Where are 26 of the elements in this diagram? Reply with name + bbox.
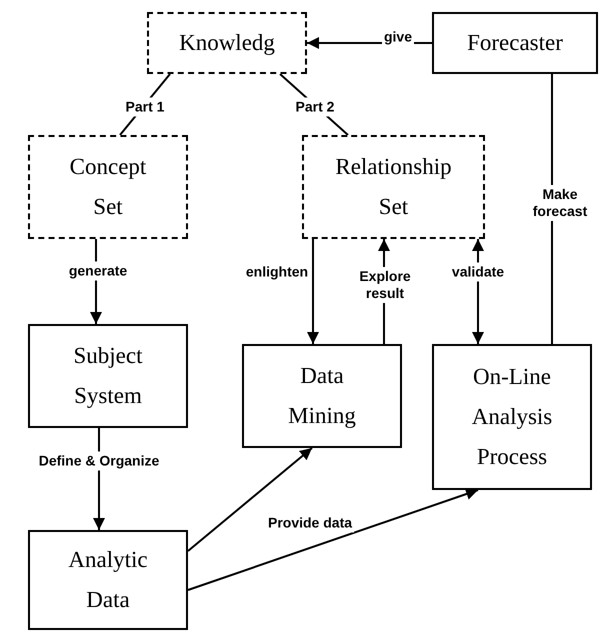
edge-label: validate [450, 262, 506, 282]
dashed-box [147, 12, 307, 74]
node-text: Knowledg [179, 29, 275, 57]
edge-label: Define & Organize [36, 452, 162, 470]
node-text: Forecaster [467, 29, 563, 57]
edge-label: Part 2 [294, 98, 336, 116]
node-text: Concept Set [70, 153, 146, 221]
arrow [188, 488, 478, 591]
dashed-box [28, 135, 188, 239]
edge-label: generate [66, 262, 130, 280]
edge-label: Part 1 [124, 98, 166, 116]
arrow [307, 239, 319, 344]
dashed-box [302, 135, 485, 239]
process-box [432, 344, 592, 490]
node-text: Analytic Data [68, 546, 148, 614]
node-text: Relationship Set [335, 153, 452, 221]
process-box [242, 344, 402, 448]
arrow [187, 447, 313, 552]
process-box [28, 530, 188, 630]
process-box [432, 12, 598, 74]
node-text: Subject System [74, 342, 142, 410]
process-box [28, 324, 188, 428]
node-text: Data Mining [288, 362, 356, 430]
edge-label: Make forecast [530, 185, 590, 221]
edge-label: Explore result [357, 267, 413, 303]
node-text: On-Line Analysis Process [472, 363, 552, 471]
